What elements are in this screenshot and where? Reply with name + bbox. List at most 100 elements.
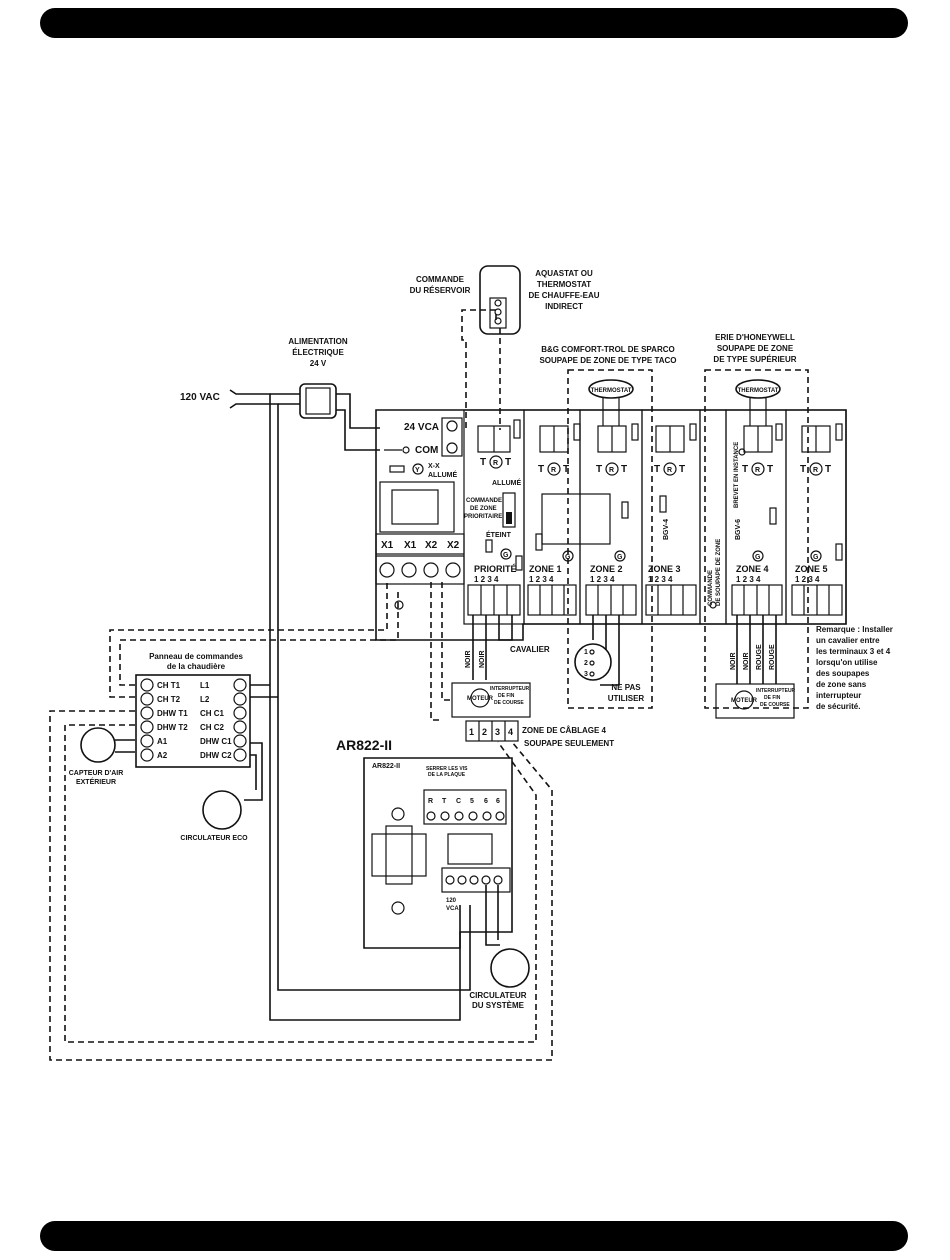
svg-text:Remarque : Installer: Remarque : Installer: [816, 625, 893, 634]
svg-text:DE ZONE: DE ZONE: [470, 506, 497, 512]
svg-text:EXTÉRIEUR: EXTÉRIEUR: [76, 777, 116, 786]
svg-text:MOTEUR: MOTEUR: [731, 698, 758, 704]
svg-text:THERMOSTAT: THERMOSTAT: [591, 388, 632, 394]
svg-text:4: 4: [508, 727, 513, 737]
boiler-terminal-left: [140, 748, 154, 762]
svg-text:NOIR: NOIR: [730, 653, 737, 671]
boiler-label-right: L1: [200, 681, 210, 690]
com-screw-icon: [446, 442, 458, 454]
svg-text:DE CHAUFFE-EAU: DE CHAUFFE-EAU: [528, 291, 599, 300]
zone-relay-box: [541, 493, 611, 545]
svg-text:R: R: [428, 798, 433, 805]
svg-text:NOIR: NOIR: [479, 651, 486, 669]
svg-text:3: 3: [584, 671, 588, 678]
svg-text:THERMOSTAT: THERMOSTAT: [537, 280, 591, 289]
svg-text:R: R: [493, 460, 498, 467]
boiler-label-left: DHW T2: [157, 723, 188, 732]
boiler-wire-cht1: [119, 590, 399, 686]
transformer-icon: [299, 383, 337, 419]
honeywell-enclosure: THERMOSTAT: [704, 369, 809, 709]
svg-text:interrupteur: interrupteur: [816, 691, 861, 700]
svg-text:T: T: [767, 464, 773, 475]
zone2-3wire: 1 2 3 NE PAS UTILISER: [574, 615, 644, 703]
com-label: COM: [415, 445, 438, 456]
svg-text:G: G: [503, 552, 509, 559]
circulateur-eco-icon: CIRCULATEUR ECO: [180, 790, 248, 842]
boiler-terminal-right: [233, 706, 247, 720]
svg-text:DE TYPE SUPÉRIEUR: DE TYPE SUPÉRIEUR: [713, 355, 796, 364]
svg-text:lorsqu'on utilise: lorsqu'on utilise: [816, 658, 878, 667]
boiler-terminal-left: [140, 720, 154, 734]
svg-text:6: 6: [484, 798, 488, 805]
svg-text:X2: X2: [447, 540, 460, 551]
svg-text:3: 3: [495, 727, 500, 737]
svg-text:T: T: [679, 464, 685, 475]
vac-label: 120 VAC: [180, 392, 220, 403]
boiler-panel: Panneau de commandes de la chaudière: [135, 652, 251, 768]
svg-text:BGV-4: BGV-4: [663, 519, 670, 540]
boiler-terminal-left: [140, 692, 154, 706]
boiler-label-left: CH T2: [157, 695, 181, 704]
svg-text:1 2 3 4: 1 2 3 4: [529, 575, 554, 584]
boiler-label-left: CH T1: [157, 681, 181, 690]
relay-title: AR822-II: [336, 737, 392, 753]
aquastat-label: AQUASTAT OU THERMOSTAT DE CHAUFFE-EAU IN…: [528, 269, 599, 311]
svg-text:T: T: [480, 457, 486, 468]
svg-text:2: 2: [584, 660, 588, 667]
svg-text:T: T: [654, 464, 660, 475]
svg-text:1 2 3 4: 1 2 3 4: [648, 575, 673, 584]
svg-text:T: T: [800, 464, 806, 475]
remarque-note: Remarque : Installer un cavalier entre l…: [816, 625, 893, 711]
svg-text:PRIORITAIRE: PRIORITAIRE: [464, 514, 502, 520]
control-panel: 24 VCA COM Y X-X ALLUMÉ X1 X1 X2 X2 T R: [375, 409, 847, 641]
bottom-bar: [40, 1221, 908, 1251]
svg-text:ALLUMÉ: ALLUMÉ: [428, 470, 457, 479]
svg-text:T: T: [442, 798, 447, 805]
boiler-terminal-left: [140, 734, 154, 748]
svg-text:CAPTEUR D'AIR: CAPTEUR D'AIR: [69, 770, 124, 777]
vca-label: 24 VCA: [404, 422, 439, 433]
svg-text:BGV-6: BGV-6: [735, 519, 742, 540]
boiler-label-right: CH C1: [200, 709, 225, 718]
commande-reservoir-label: COMMANDE DU RÉSERVOIR: [410, 275, 471, 295]
svg-text:CIRCULATEUR: CIRCULATEUR: [469, 991, 526, 1000]
svg-text:G: G: [565, 554, 571, 561]
svg-text:CIRCULATEUR ECO: CIRCULATEUR ECO: [180, 835, 248, 842]
svg-text:INDIRECT: INDIRECT: [545, 302, 583, 311]
erie-label: ERIE D'HONEYWELL SOUPAPE DE ZONE DE TYPE…: [713, 333, 796, 364]
svg-text:des soupapes: des soupapes: [816, 669, 870, 678]
cavalier-label: CAVALIER: [510, 645, 550, 654]
svg-text:T: T: [742, 464, 748, 475]
svg-text:1: 1: [469, 727, 474, 737]
boiler-terminal-right: [233, 720, 247, 734]
svg-text:ZONE 4: ZONE 4: [736, 564, 769, 574]
capteur-air-icon: CAPTEUR D'AIR EXTÉRIEUR: [69, 727, 135, 786]
zone4-label: ZONE DE CÂBLAGE 4 SOUPAPE SEULEMENT: [522, 726, 614, 748]
boiler-terminal-right: [233, 734, 247, 748]
bg-label: B&G COMFORT-TROL DE SPARCO SOUPAPE DE ZO…: [539, 345, 676, 365]
svg-text:5: 5: [470, 798, 474, 805]
svg-text:ZONE 5: ZONE 5: [795, 564, 828, 574]
svg-text:R: R: [755, 467, 760, 474]
vca-screw-icon: [446, 420, 458, 432]
svg-text:ALLUMÉ: ALLUMÉ: [492, 478, 521, 487]
svg-text:SERRER LES VIS: SERRER LES VIS: [426, 766, 468, 772]
svg-text:DE SOUPAPE DE ZONE: DE SOUPAPE DE ZONE: [716, 539, 722, 606]
boiler-label-left: DHW T1: [157, 709, 188, 718]
svg-text:X2: X2: [425, 540, 438, 551]
svg-text:de sécurité.: de sécurité.: [816, 702, 860, 711]
svg-text:R: R: [667, 467, 672, 474]
svg-text:COMMANDE: COMMANDE: [416, 275, 465, 284]
motor-right: NOIR NOIR ROUGE ROUGE MOTEUR INTERRUPTEU…: [715, 615, 796, 719]
ar822-relay: AR822-II SERRER LES VIS DE LA PLAQUE R T…: [363, 757, 513, 949]
svg-text:T: T: [825, 464, 831, 475]
boiler-label-left: A2: [157, 751, 168, 760]
svg-text:INTERRUPTEUR: INTERRUPTEUR: [490, 686, 530, 692]
svg-text:ZONE 1: ZONE 1: [529, 564, 562, 574]
svg-text:2: 2: [482, 727, 487, 737]
svg-text:NE PAS: NE PAS: [611, 683, 641, 692]
svg-text:AR822-II: AR822-II: [372, 763, 400, 770]
aquastat-tank-icon: [479, 265, 521, 335]
svg-text:1: 1: [584, 649, 588, 656]
